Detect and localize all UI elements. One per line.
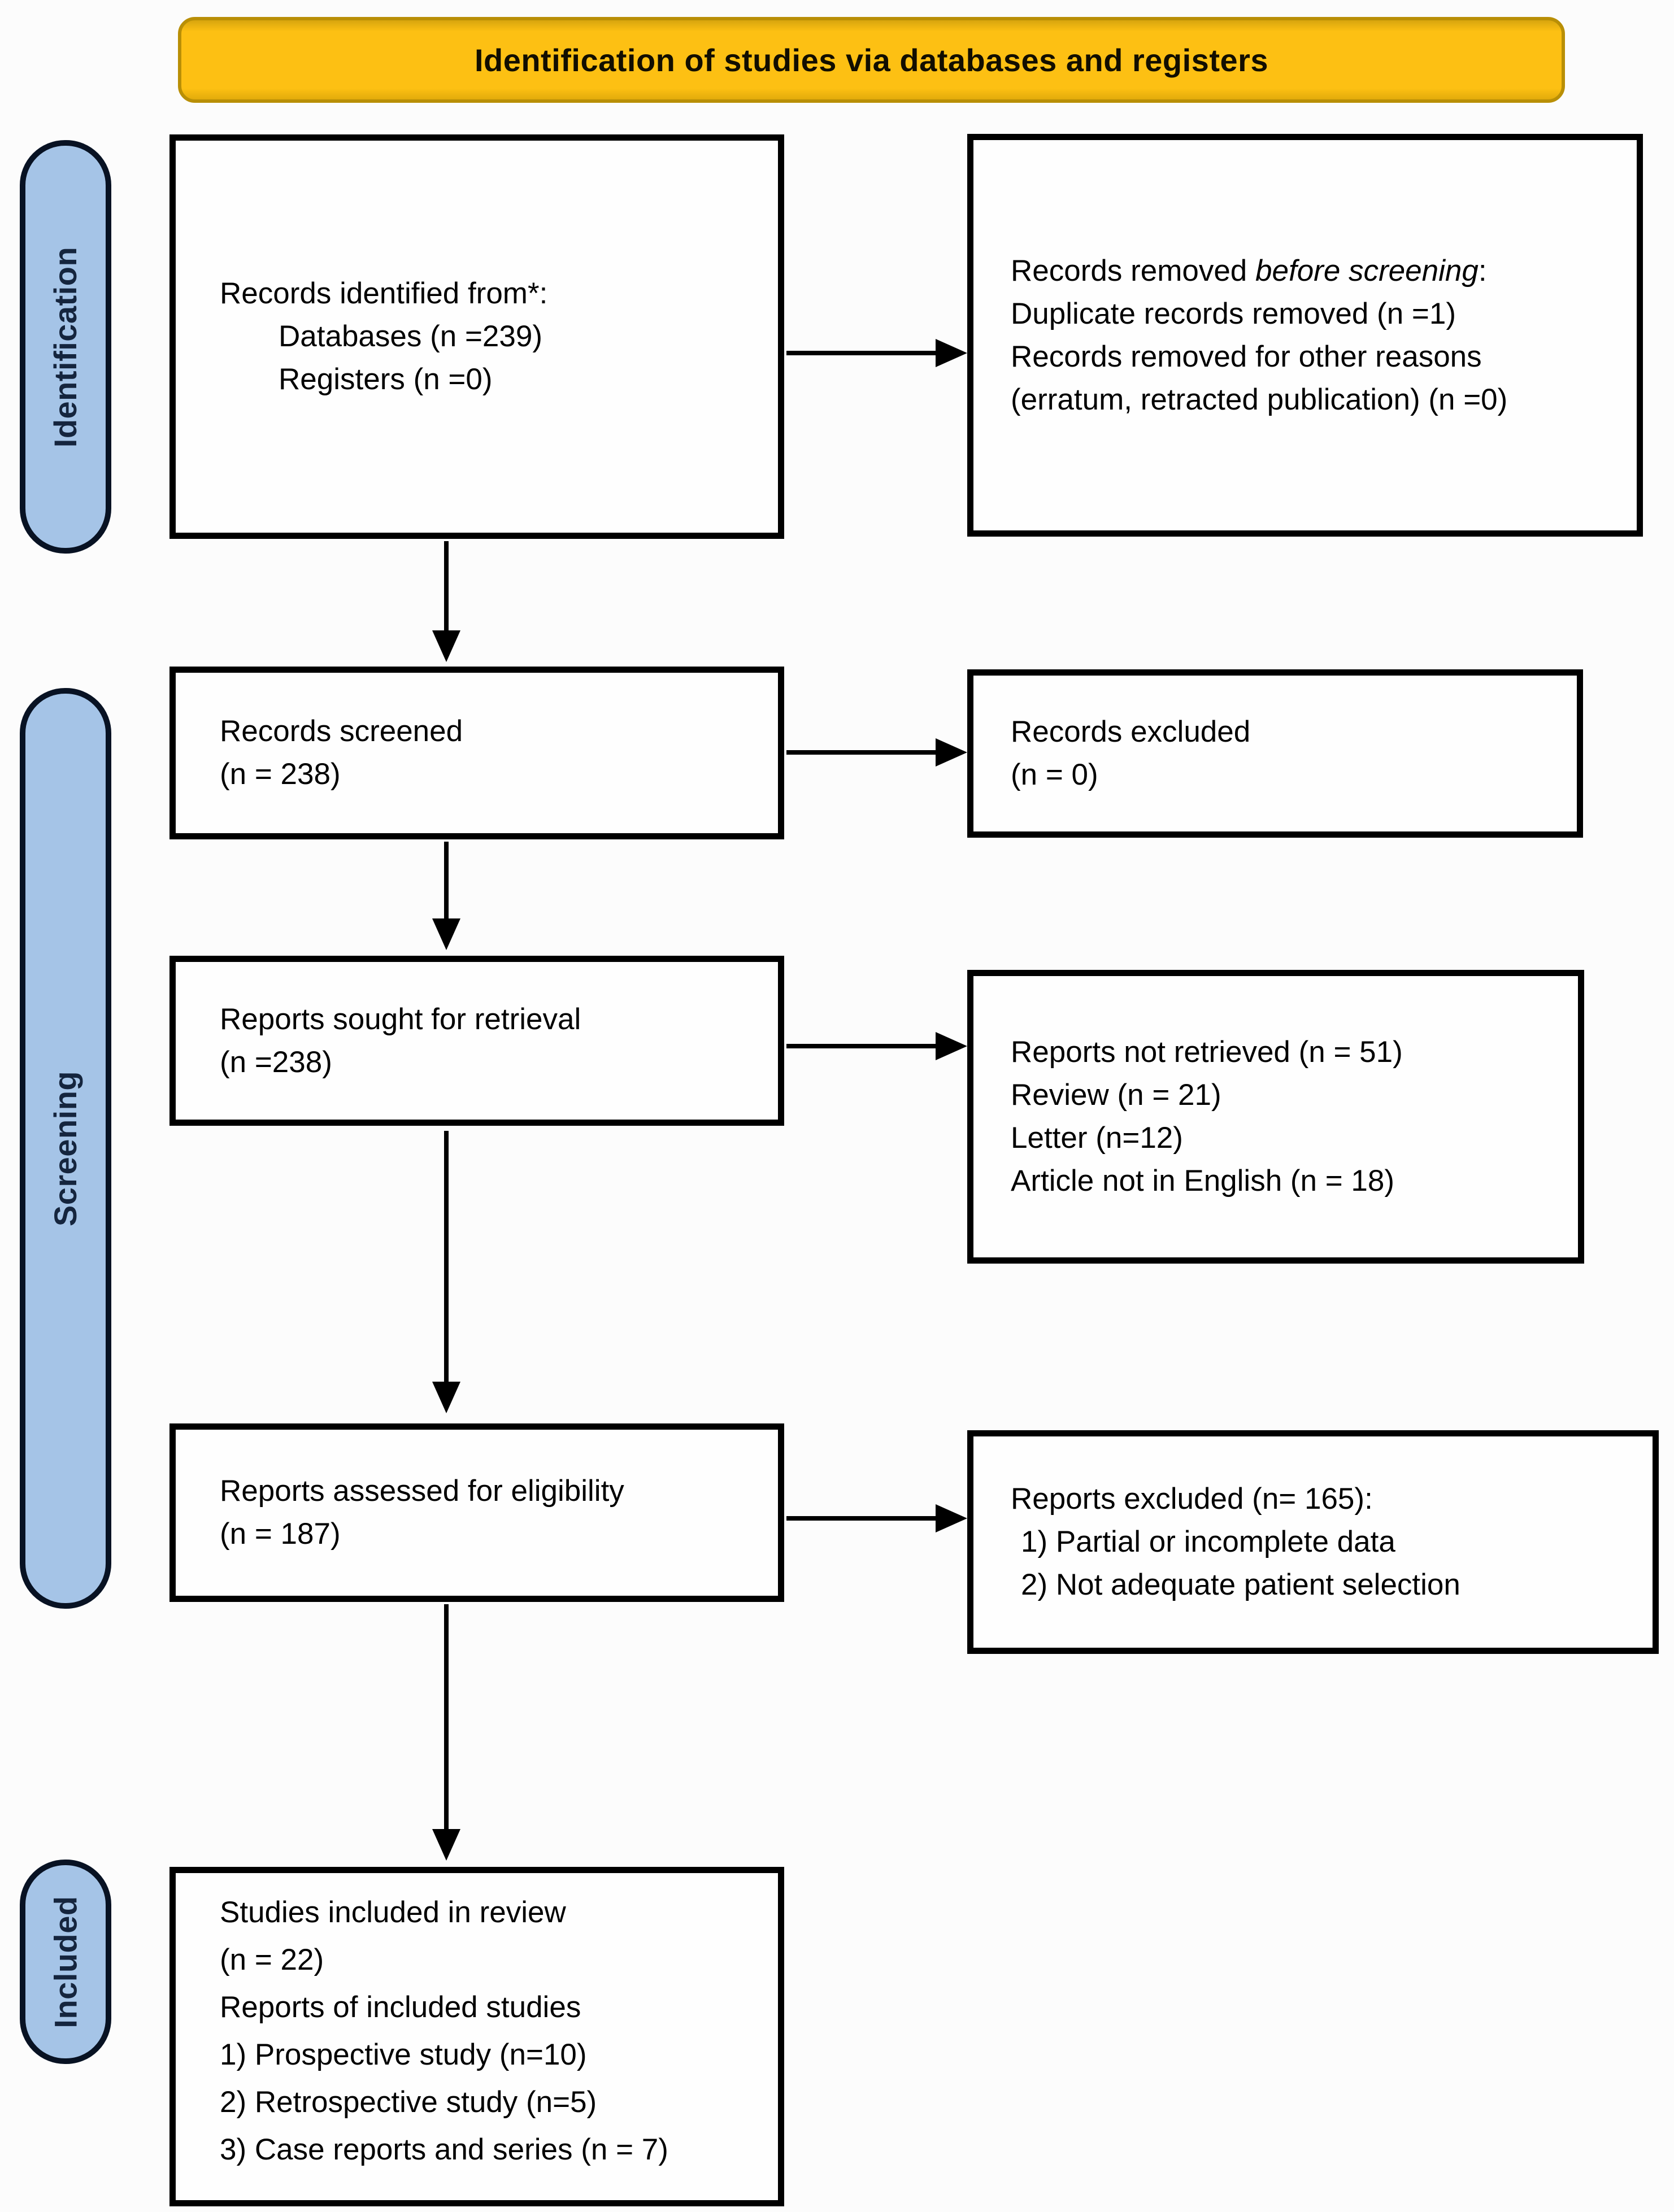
records-excluded-count: (n = 0) xyxy=(1011,758,1098,791)
stage-label-screening: Screening xyxy=(47,1070,84,1226)
reports-assessed-count: (n = 187) xyxy=(220,1517,341,1551)
records-identified-line: Records identified from*: xyxy=(220,277,548,310)
stage-label-included: Included xyxy=(47,1895,84,2028)
records-removed-duplicates: Duplicate records removed (n =1) xyxy=(1011,297,1456,330)
reports-sought-count: (n =238) xyxy=(220,1045,332,1079)
stage-pill-included: Included xyxy=(20,1860,111,2064)
reports-not-retrieved-letter: Letter (n=12) xyxy=(1011,1121,1183,1155)
records-removed-heading: Records removed before screening: xyxy=(1011,250,1625,293)
box-reports-excluded: Reports excluded (n= 165): 1) Partial or… xyxy=(967,1430,1659,1654)
records-excluded-label: Records excluded xyxy=(1011,715,1251,748)
studies-included-label: Studies included in review xyxy=(220,1896,566,1929)
box-records-excluded: Records excluded (n = 0) xyxy=(967,669,1583,838)
records-identified-databases: Databases (n =239) xyxy=(279,320,542,353)
records-screened-label: Records screened xyxy=(220,715,463,748)
stage-pill-screening: Screening xyxy=(20,688,111,1609)
records-identified-registers: Registers (n =0) xyxy=(279,363,493,396)
studies-included-prospective: 1) Prospective study (n=10) xyxy=(220,2038,587,2071)
studies-included-count: (n = 22) xyxy=(220,1943,324,1976)
records-removed-prefix: Records removed xyxy=(1011,254,1256,288)
records-removed-suffix: : xyxy=(1478,254,1487,288)
studies-included-retrospective: 2) Retrospective study (n=5) xyxy=(220,2085,597,2119)
box-records-identified: Records identified from*: Databases (n =… xyxy=(169,134,784,539)
stage-label-identification: Identification xyxy=(47,246,84,447)
box-reports-not-retrieved: Reports not retrieved (n = 51) Review (n… xyxy=(967,970,1584,1264)
box-records-screened: Records screened (n = 238) xyxy=(169,667,784,839)
records-screened-count: (n = 238) xyxy=(220,757,341,791)
reports-assessed-label: Reports assessed for eligibility xyxy=(220,1474,624,1508)
reports-not-retrieved-label: Reports not retrieved (n = 51) xyxy=(1011,1035,1403,1069)
reports-not-retrieved-not-english: Article not in English (n = 18) xyxy=(1011,1164,1395,1198)
studies-included-case-reports: 3) Case reports and series (n = 7) xyxy=(220,2133,668,2166)
diagram-title-banner: Identification of studies via databases … xyxy=(178,17,1565,103)
stage-pill-identification: Identification xyxy=(20,140,111,554)
reports-excluded-reason-2: 2) Not adequate patient selection xyxy=(1021,1568,1460,1601)
box-reports-assessed: Reports assessed for eligibility (n = 18… xyxy=(169,1423,784,1602)
reports-excluded-label: Reports excluded (n= 165): xyxy=(1011,1482,1373,1516)
reports-sought-label: Reports sought for retrieval xyxy=(220,1002,581,1036)
records-removed-other-reasons: Records removed for other reasons xyxy=(1011,339,1482,373)
box-studies-included: Studies included in review (n = 22) Repo… xyxy=(169,1867,784,2206)
studies-included-reports-label: Reports of included studies xyxy=(220,1991,581,2024)
box-records-removed: Records removed before screening: Duplic… xyxy=(967,134,1643,537)
diagram-title: Identification of studies via databases … xyxy=(474,42,1269,78)
records-removed-erratum: (erratum, retracted publication) (n =0) xyxy=(1011,382,1508,416)
records-removed-italic: before screening xyxy=(1255,254,1479,288)
reports-not-retrieved-review: Review (n = 21) xyxy=(1011,1078,1221,1112)
box-reports-sought: Reports sought for retrieval (n =238) xyxy=(169,956,784,1126)
reports-excluded-reason-1: 1) Partial or incomplete data xyxy=(1021,1525,1395,1558)
